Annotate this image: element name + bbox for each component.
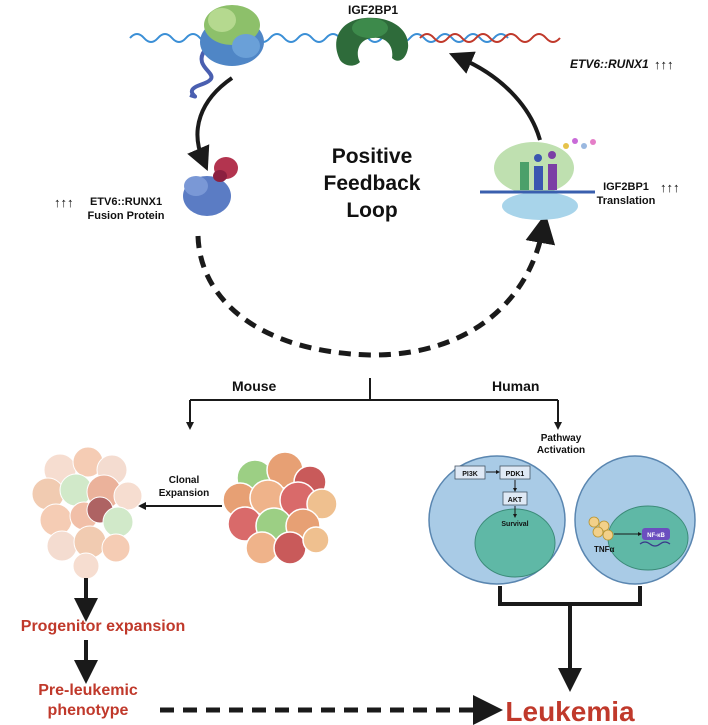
- preleukemic-label-line1: Pre-leukemic: [38, 682, 138, 699]
- translation-label-line2: Translation: [597, 195, 656, 207]
- mrna-red-segment: [419, 33, 561, 43]
- human-label: Human: [492, 378, 539, 394]
- nfkb-label: NF-κB: [647, 533, 665, 539]
- fusion-label-line2: Fusion Protein: [88, 210, 165, 222]
- igf2bp1-top-label: IGF2BP1: [348, 3, 398, 17]
- cell-cluster-icon: [222, 451, 338, 565]
- pdk1-label: PDK1: [506, 471, 525, 478]
- fusion-upregulation-arrows: ↑↑↑: [54, 195, 74, 210]
- mrna-upregulation-arrows: ↑↑↑: [654, 57, 674, 72]
- clonal-label-line1: Clonal: [169, 475, 200, 486]
- loop-arrow-top-left: [187, 76, 234, 172]
- loop-title-line3: Loop: [346, 199, 397, 222]
- fusion-protein-icon: [183, 157, 238, 216]
- translation-upregulation-arrows: ↑↑↑: [660, 180, 680, 195]
- akt-label: AKT: [508, 497, 523, 504]
- mrna-strand: [129, 33, 561, 43]
- loop-title-line2: Feedback: [324, 172, 421, 195]
- tnfa-label: TNFα: [594, 545, 615, 554]
- leukemia-label: Leukemia: [505, 696, 635, 725]
- mouse-label: Mouse: [232, 378, 277, 394]
- pi3k-label: PI3K: [462, 471, 478, 478]
- protein-complex-icon: [189, 5, 264, 99]
- preleukemic-label-line2: phenotype: [48, 702, 129, 719]
- translation-label-line1: IGF2BP1: [603, 181, 649, 193]
- branch-connector: [186, 378, 562, 430]
- pathway-label-line1: Pathway: [541, 433, 582, 444]
- cell-nfkb-pathway: [574, 455, 696, 585]
- igf2bp1-protein-icon: [336, 17, 409, 66]
- clonal-label-line2: Expansion: [159, 488, 210, 499]
- survival-label: Survival: [501, 521, 528, 528]
- pathway-label-line2: Activation: [537, 445, 585, 456]
- loop-dashed-arc: [195, 213, 556, 358]
- loop-arrow-top-right: [448, 51, 542, 141]
- etv6-runx1-mrna-label: ETV6::RUNX1: [570, 57, 649, 71]
- merge-connector: [498, 586, 642, 692]
- fusion-label-line1: ETV6::RUNX1: [90, 196, 162, 208]
- cell-pi3k-pathway: [428, 455, 566, 585]
- progenitor-expansion-label: Progenitor expansion: [21, 618, 185, 635]
- expanded-cell-mass-icon: [31, 446, 143, 580]
- ribosome-icon: [480, 138, 596, 220]
- mrna-blue-segment: [129, 33, 509, 43]
- loop-title-line1: Positive: [332, 145, 413, 168]
